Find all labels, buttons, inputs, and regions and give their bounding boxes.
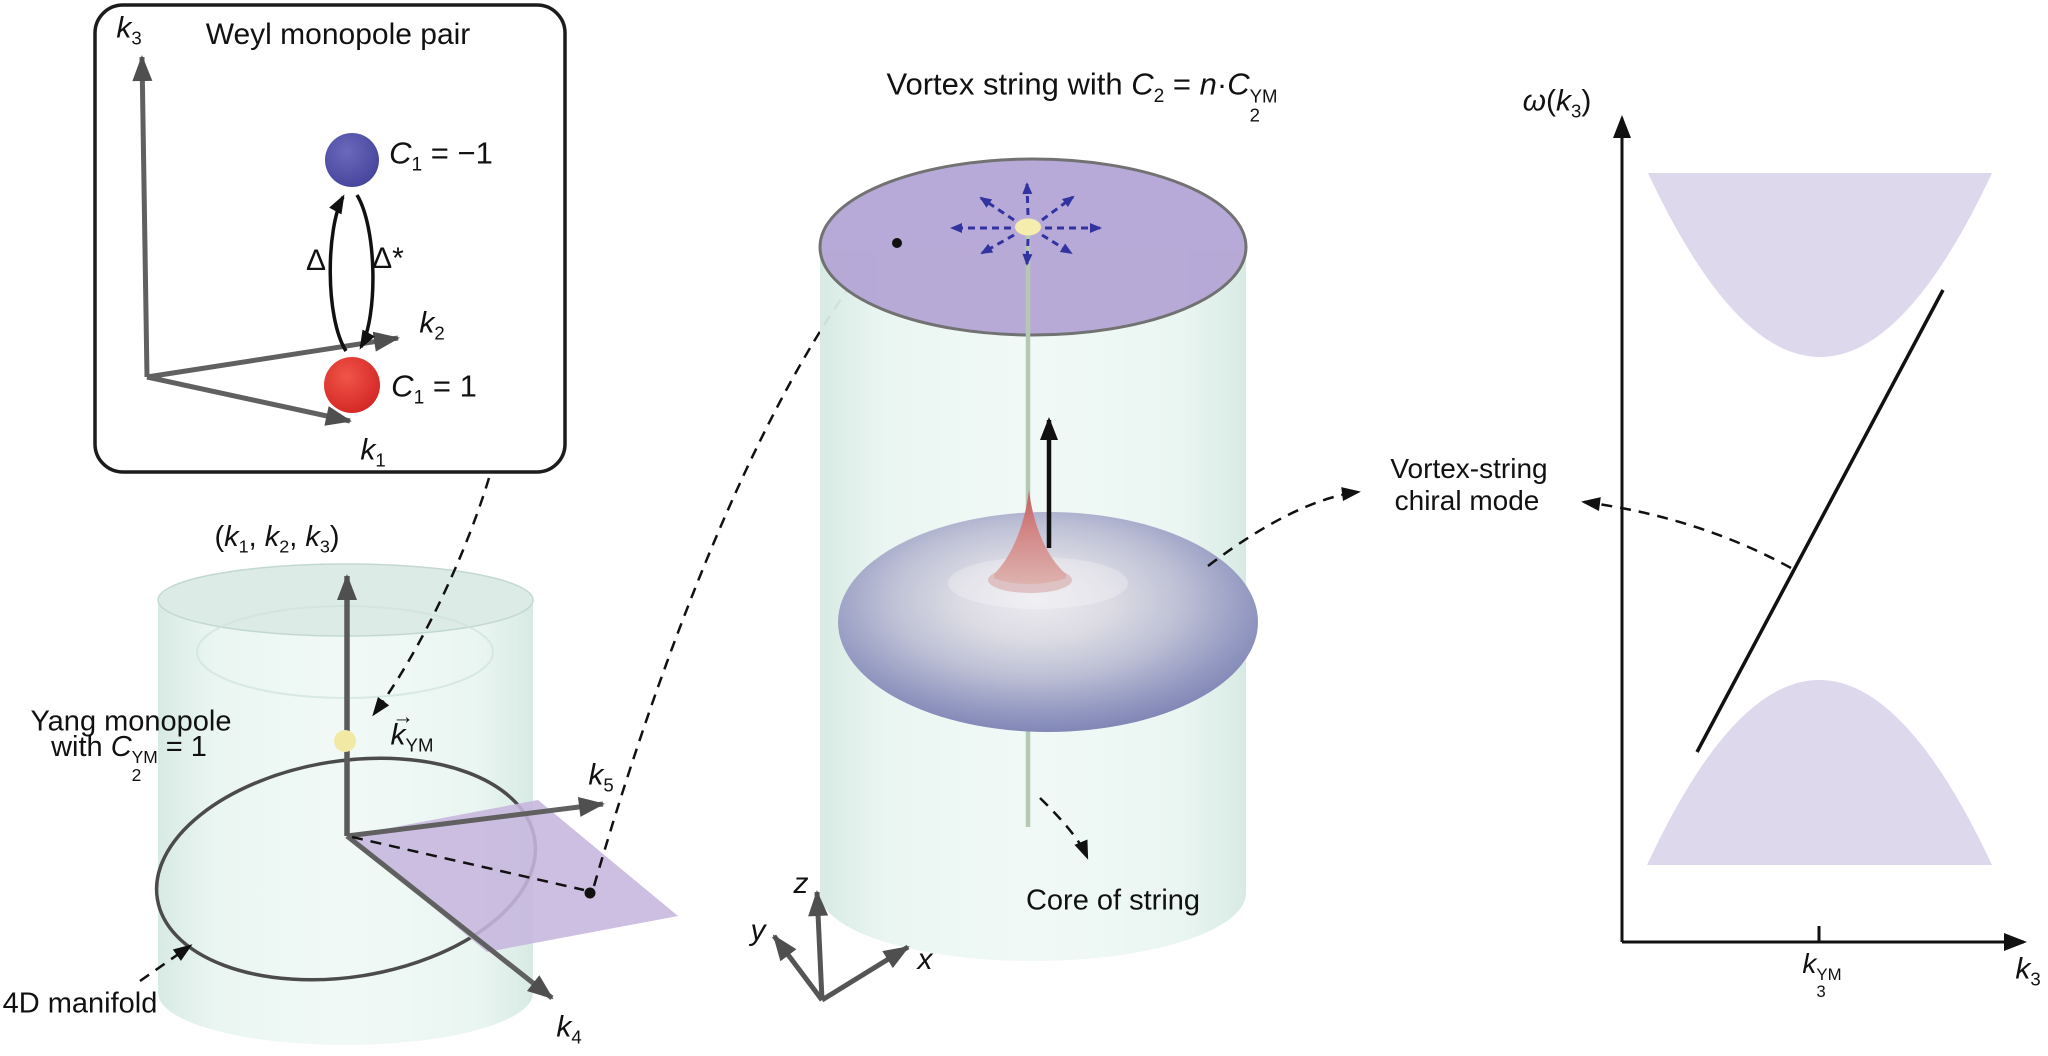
core-pointer-arrow xyxy=(1039,797,1089,860)
coupling-arc-down xyxy=(355,194,375,350)
inset-k3-axis xyxy=(132,55,153,378)
x-axis xyxy=(820,944,910,1003)
k4-k5-plane xyxy=(347,800,678,952)
coupling-arc-up xyxy=(328,194,348,352)
chern-upper-label: C1 = −1 xyxy=(389,135,493,176)
inset-k2-label: k2 xyxy=(419,306,445,344)
inset-k2-axis xyxy=(146,331,400,380)
yang-monopole-dot xyxy=(334,730,356,752)
weyl-monopole-red xyxy=(324,357,380,413)
inset-k1-label: k1 xyxy=(360,433,386,471)
inset-title: Weyl monopole pair xyxy=(205,17,471,51)
manifold-label: 4D manifold xyxy=(2,987,158,1020)
yang-monopole-panel xyxy=(139,259,870,1046)
z-label: z xyxy=(793,866,809,900)
xyz-triad xyxy=(772,890,910,1003)
k5-axis xyxy=(346,797,605,839)
density-disk xyxy=(838,512,1258,732)
manifold-pointer-arrow xyxy=(139,944,193,983)
k4-axis xyxy=(345,834,554,1000)
field-arrow-se xyxy=(1041,233,1073,255)
density-peak xyxy=(994,490,1066,584)
line-to-chiral-label-arrow xyxy=(1581,497,1792,570)
weyl-monopole-blue xyxy=(325,133,379,187)
k5-label: k5 xyxy=(588,758,614,796)
vortex-string-panel xyxy=(772,157,1361,1003)
core-label: Core of string xyxy=(1025,884,1201,917)
field-arrows xyxy=(950,182,1102,266)
field-arrow-up xyxy=(1022,182,1033,216)
chiral-label-line2: chiral mode xyxy=(1394,484,1540,516)
plane-to-vortex-arrow xyxy=(592,259,870,887)
plane-point-dot xyxy=(584,887,596,899)
field-arrow-sw xyxy=(980,233,1015,255)
x-label: x xyxy=(917,942,933,976)
z-axis xyxy=(808,890,829,1001)
vortex-top-disk xyxy=(818,157,1248,337)
field-arrow-nw xyxy=(979,196,1015,222)
k123-axis-label: (k1, k2, k3) xyxy=(214,520,340,557)
field-arrow-down xyxy=(1022,238,1033,266)
bulk-band-upper xyxy=(1648,173,1992,357)
string-top-dot xyxy=(1015,218,1041,236)
field-arrow-ne xyxy=(1041,195,1075,222)
inset-k3-label: k3 xyxy=(116,11,142,49)
k-ym-label: →kYM xyxy=(390,703,434,756)
bulk-band-lower xyxy=(1647,680,1992,865)
weyl-inset-panel xyxy=(93,3,567,474)
chiral-label-line1: Vortex-string xyxy=(1390,452,1548,484)
dispersion-panel xyxy=(1581,115,2027,951)
plane-dashed-radius xyxy=(351,835,585,892)
y-axis xyxy=(772,934,824,1002)
delta-label: Δ xyxy=(305,243,327,277)
yang-label-line1: Yang monopole xyxy=(30,705,232,738)
chiral-mode-line xyxy=(1695,289,1945,753)
top-disk-point-dot xyxy=(892,238,902,248)
delta-star-label: Δ* xyxy=(372,241,404,275)
omega-axis-label: ω(k3) xyxy=(1522,84,1592,122)
inset-box xyxy=(93,3,567,474)
disk-to-chiral-label-arrow xyxy=(1207,487,1361,567)
inset-k1-axis xyxy=(146,374,352,426)
inset-to-monopole-arrow xyxy=(372,477,491,717)
y-label: y xyxy=(750,913,766,947)
chern-lower-label: C1 = 1 xyxy=(391,368,477,409)
k4-label: k4 xyxy=(556,1010,582,1048)
k3-axis-label: k3 xyxy=(2015,952,2041,990)
